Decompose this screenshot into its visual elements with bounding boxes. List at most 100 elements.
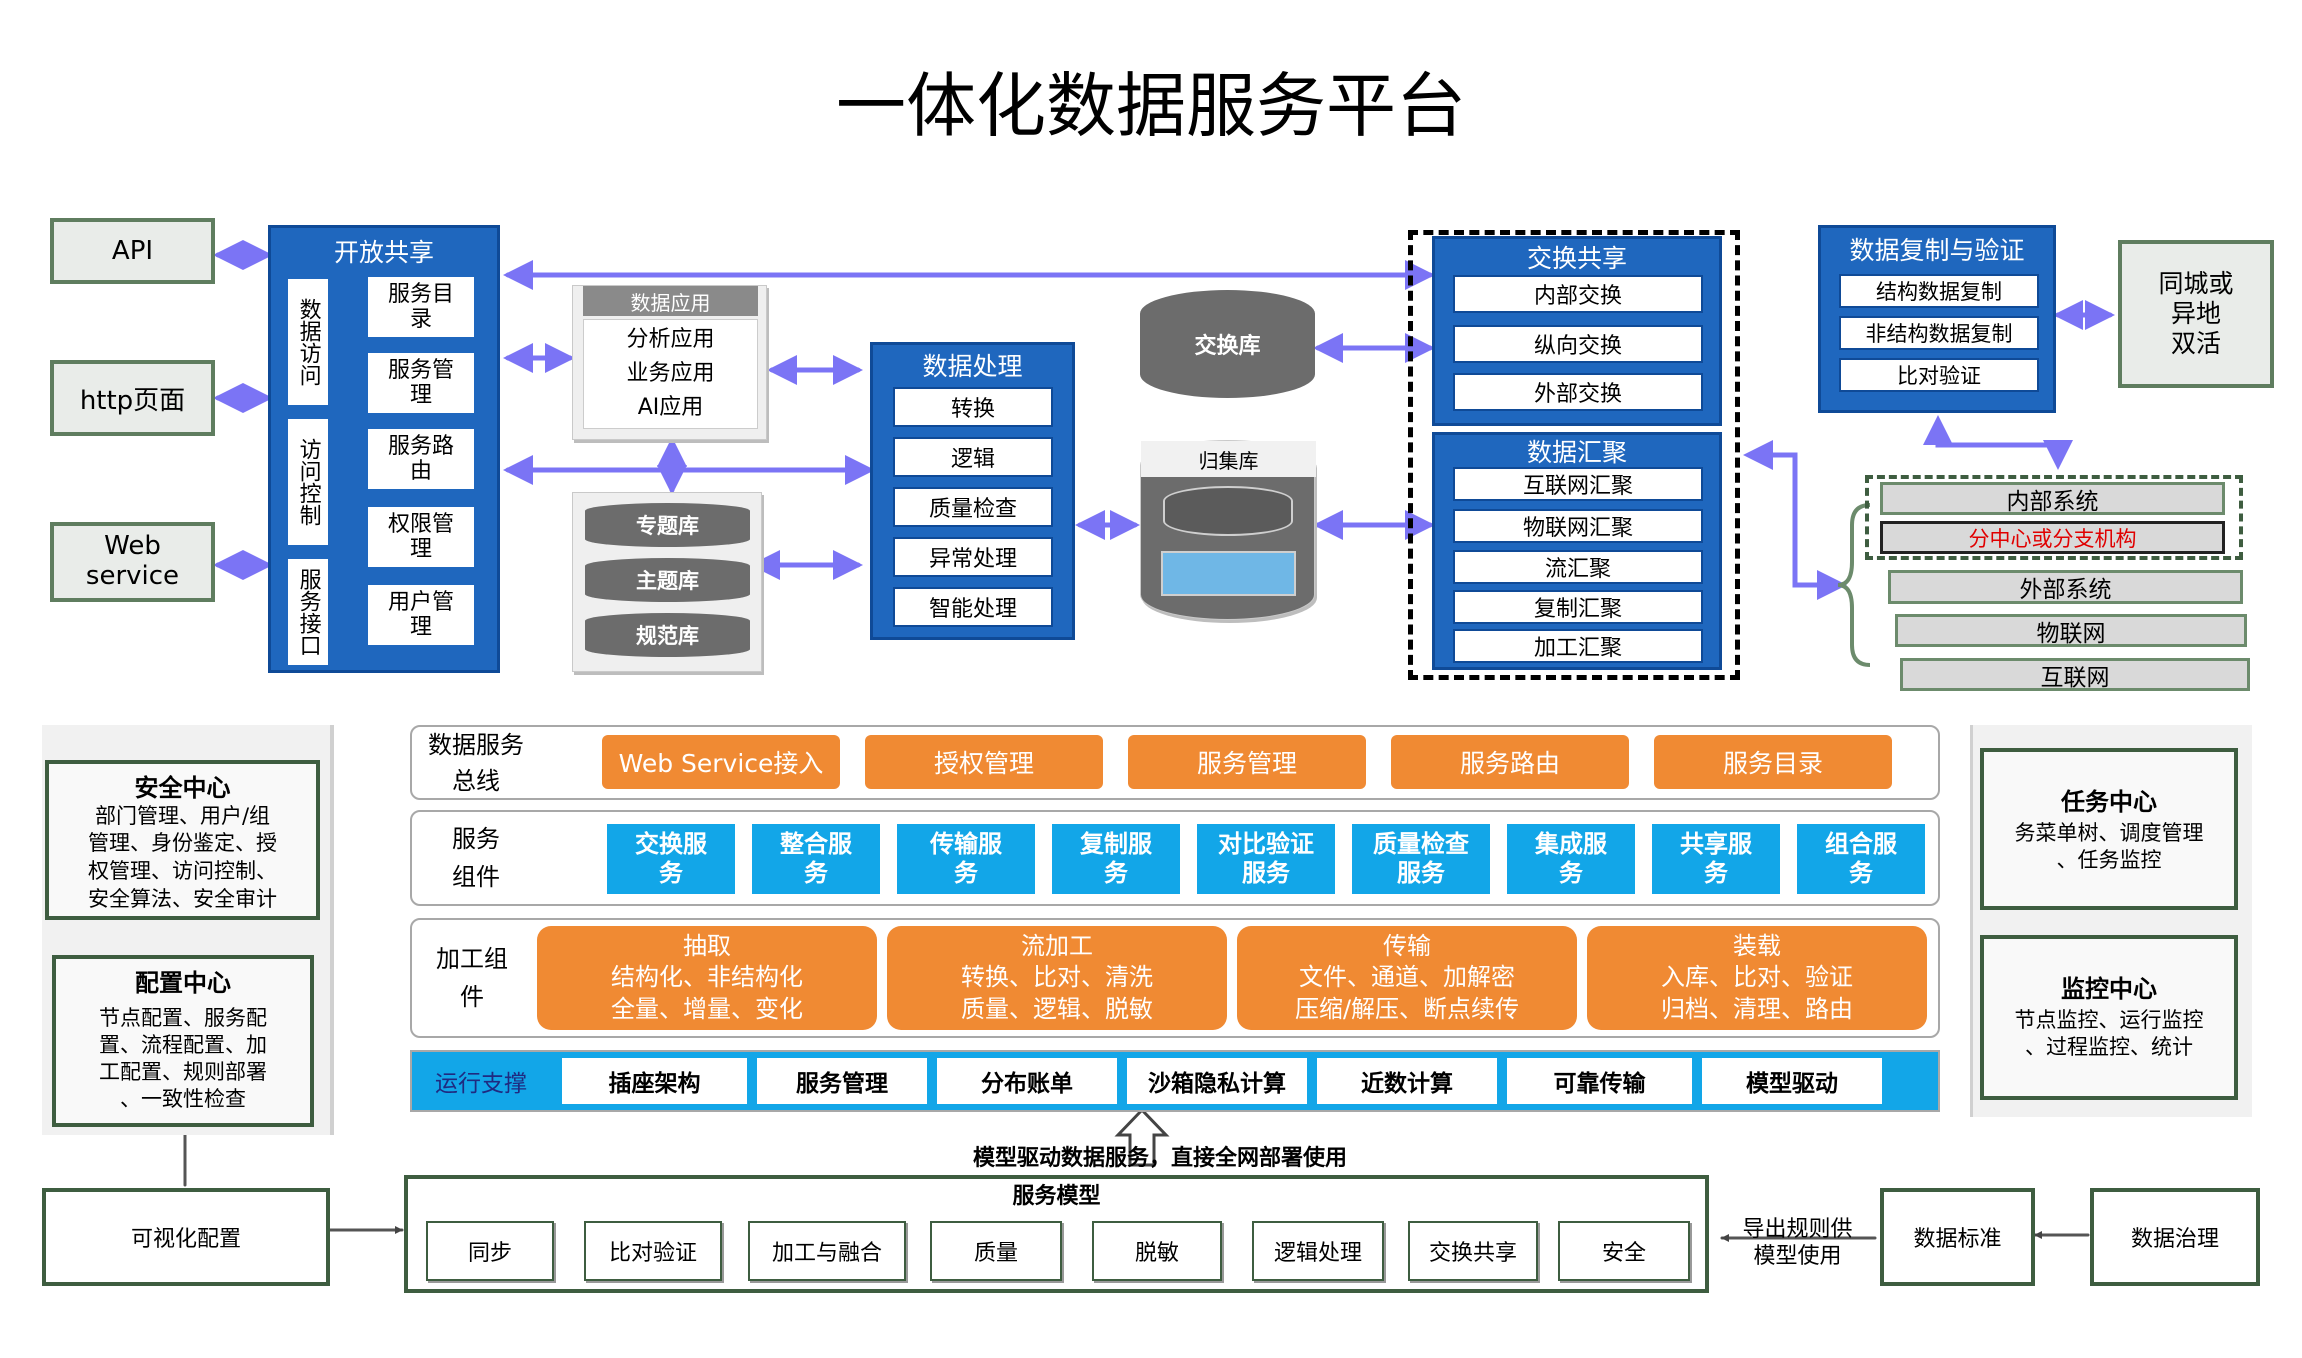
replicate-verify-title: 数据复制与验证: [1849, 236, 2025, 265]
exchange-share-title: 交换共享: [1526, 244, 1627, 273]
model-sync-item: 同步: [426, 1221, 554, 1281]
smart-processing-cell: 智能处理: [893, 587, 1053, 627]
extract-component: 抽取 结构化、非结构化 全量、增量、变化: [537, 926, 877, 1030]
collect-db-grid-icon: [1161, 551, 1296, 596]
data-application-box: 数据应用 分析应用 业务应用 AI应用: [572, 285, 767, 440]
extract-line1: 结构化、非结构化: [611, 963, 803, 992]
data-standard-box: 数据标准: [1880, 1188, 2035, 1286]
internal-exchange-cell: 内部交换: [1453, 275, 1703, 313]
security-center-desc: 部门管理、用户/组 管理、身份鉴定、授 权管理、访问控制、 安全算法、安全审计: [88, 803, 277, 911]
monitor-center-box: 监控中心 节点监控、运行监控 、过程监控、统计: [1980, 935, 2238, 1100]
open-share-title: 开放共享: [333, 238, 434, 267]
topic-db: 专题库: [585, 503, 750, 547]
collect-db-inner-cylinder: [1163, 486, 1293, 536]
replicate-verify-panel: 数据复制与验证 结构数据复制 非结构数据复制 比对验证: [1818, 225, 2056, 413]
internal-system-box: 内部系统: [1880, 482, 2225, 515]
user-management-label: 用户管理: [387, 589, 454, 640]
components-label: 服务 组件: [452, 824, 500, 891]
vertical-exchange-cell: 纵向交换: [1453, 325, 1703, 363]
config-center-title: 配置中心: [135, 968, 231, 997]
exchange-db: 交换库: [1140, 290, 1315, 398]
permission-management-label: 权限管理: [387, 511, 454, 562]
transfer-line1: 文件、通道、加解密: [1299, 963, 1515, 992]
service-model-title: 服务模型: [1012, 1184, 1101, 1209]
analysis-app-item: 分析应用: [626, 326, 715, 352]
load-title: 装载: [1733, 932, 1781, 961]
security-center-box: 安全中心 部门管理、用户/组 管理、身份鉴定、授 权管理、访问控制、 安全算法、…: [45, 760, 320, 920]
task-center-title: 任务中心: [2061, 787, 2157, 816]
model-compare-verify-item: 比对验证: [584, 1221, 722, 1281]
external-system-box: 外部系统: [1888, 570, 2243, 604]
model-logic-item: 逻辑处理: [1252, 1221, 1384, 1281]
transfer-service-comp: 传输服 务: [897, 824, 1035, 894]
support-service-management-cell: 服务管理: [757, 1058, 927, 1104]
permission-management-cell: 权限管理: [365, 504, 477, 570]
open-share-panel: 开放共享 数据访问 访问控制 服务接口 服务目录 服务管理 服务路由 权限管理 …: [268, 225, 500, 673]
stream-process-component: 流加工 转换、比对、清洗 质量、逻辑、脱敏: [887, 926, 1227, 1030]
transfer-title: 传输: [1383, 932, 1431, 961]
service-routing-btn: 服务路由: [1391, 735, 1629, 789]
authorization-btn: 授权管理: [865, 735, 1103, 789]
config-center-desc: 节点配置、服务配 置、流程配置、加 工配置、规则部署 、一致性检查: [99, 1006, 267, 1111]
near-data-compute-cell: 近数计算: [1317, 1058, 1497, 1104]
model-security-item: 安全: [1558, 1221, 1690, 1281]
config-center-box: 配置中心 节点配置、服务配 置、流程配置、加 工配置、规则部署 、一致性检查: [52, 955, 314, 1127]
ai-app-item: AI应用: [637, 395, 704, 421]
service-management-cell: 服务管理: [365, 350, 477, 416]
visual-config-box: 可视化配置: [42, 1188, 330, 1286]
business-app-item: 业务应用: [626, 360, 715, 386]
service-routing-label: 服务路由: [387, 433, 454, 484]
web-service-access-btn: Web Service接入: [602, 735, 840, 789]
transfer-component: 传输 文件、通道、加解密 压缩/解压、断点续传: [1237, 926, 1577, 1030]
extract-title: 抽取: [683, 932, 731, 961]
dual-active-box: 同城或 异地 双活: [2118, 240, 2274, 388]
internal-branch-dashed-group: [1865, 475, 2243, 560]
stream-process-line2: 质量、逻辑、脱敏: [961, 994, 1153, 1023]
model-quality-item: 质量: [930, 1221, 1062, 1281]
exception-handling-cell: 异常处理: [893, 537, 1053, 577]
data-collect-panel: 数据汇聚 互联网汇聚 物联网汇聚 流汇聚 复制汇聚 加工汇聚: [1432, 432, 1722, 670]
access-control-cell: 访问控制: [285, 416, 331, 548]
load-line1: 入库、比对、验证: [1661, 963, 1853, 992]
runtime-support-label: 运行支撑: [435, 1071, 527, 1097]
reliable-transfer-cell: 可靠传输: [1507, 1058, 1692, 1104]
replicate-collect-cell: 复制汇聚: [1453, 590, 1703, 624]
export-rule-text: 导出规则供 模型使用: [1742, 1216, 1853, 1270]
load-component: 装载 入库、比对、验证 归档、清理、路由: [1587, 926, 1927, 1030]
integration-service-comp: 整合服 务: [752, 824, 880, 894]
service-routing-cell: 服务路由: [365, 426, 477, 492]
model-desensitize-item: 脱敏: [1092, 1221, 1222, 1281]
service-management-label: 服务管理: [387, 357, 454, 408]
collect-db-label: 归集库: [1141, 441, 1316, 477]
stream-process-title: 流加工: [1021, 932, 1093, 961]
service-catalog-cell: 服务目录: [365, 274, 477, 340]
stream-process-line1: 转换、比对、清洗: [961, 963, 1153, 992]
data-governance-box: 数据治理: [2090, 1188, 2260, 1286]
processing-label: 加工组 件: [436, 944, 508, 1011]
service-components-row: 服务 组件 交换服 务 整合服 务 传输服 务 复制服 务 对比验证 服务 质量…: [410, 810, 1940, 906]
monitor-center-desc: 节点监控、运行监控 、过程监控、统计: [2014, 1007, 2204, 1059]
libraries-box: 专题库 主题库 规范库: [572, 492, 762, 672]
transform-cell: 转换: [893, 387, 1053, 427]
share-service-comp: 共享服 务: [1652, 824, 1780, 894]
exchange-share-panel: 交换共享 内部交换 纵向交换 外部交换: [1432, 236, 1722, 426]
branch-office-box: 分中心或分支机构: [1880, 521, 2225, 554]
data-access-cell: 数据访问: [285, 276, 331, 408]
stream-collect-cell: 流汇聚: [1453, 550, 1703, 584]
iot-collect-cell: 物联网汇聚: [1453, 509, 1703, 543]
model-process-fusion-item: 加工与融合: [748, 1221, 906, 1281]
data-application-title: 数据应用: [583, 286, 758, 316]
process-collect-cell: 加工汇聚: [1453, 629, 1703, 663]
service-interface-cell: 服务接口: [285, 556, 331, 668]
service-management-btn: 服务管理: [1128, 735, 1366, 789]
iot-system-box: 物联网: [1895, 614, 2247, 647]
sandbox-privacy-cell: 沙箱隐私计算: [1127, 1058, 1307, 1104]
structured-replicate-cell: 结构数据复制: [1839, 274, 2039, 308]
processing-components-row: 加工组 件 抽取 结构化、非结构化 全量、增量、变化 流加工 转换、比对、清洗 …: [410, 918, 1940, 1038]
internet-collect-cell: 互联网汇聚: [1453, 467, 1703, 501]
task-center-box: 任务中心 务菜单树、调度管理 、任务监控: [1980, 748, 2238, 910]
compare-verify-service-comp: 对比验证 服务: [1197, 824, 1335, 894]
page-title: 一体化数据服务平台: [836, 64, 1466, 147]
data-application-list: 分析应用 业务应用 AI应用: [583, 319, 758, 429]
security-center-title: 安全中心: [134, 773, 231, 802]
